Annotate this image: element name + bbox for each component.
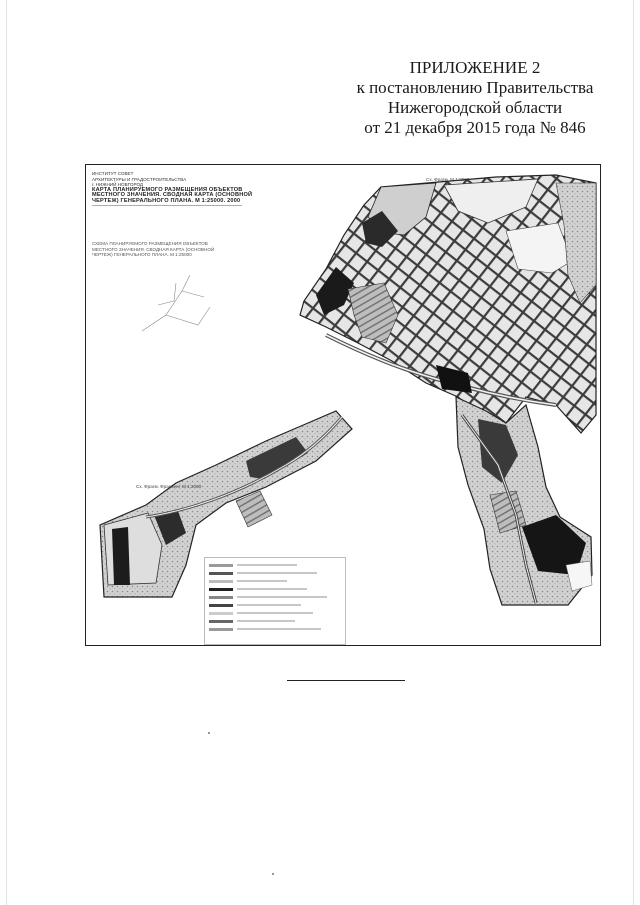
map-title-line-3: ЧЕРТЕЖ) ГЕНЕРАЛЬНОГО ПЛАНА. М 1:25000. 2… bbox=[92, 197, 241, 204]
legend-swatch bbox=[209, 572, 233, 575]
legend-text bbox=[237, 612, 313, 614]
inset-caption: СХЕМА ПЛАНИРУЕМОГО РАЗМЕЩЕНИЯ ОБЪЕКТОВ М… bbox=[92, 241, 214, 258]
page-right-edge bbox=[633, 0, 634, 905]
scan-speck bbox=[208, 732, 210, 734]
scale-label-bottom: Сх. Фрагм. Фрагмент М 1:2000 bbox=[136, 484, 202, 489]
legend-swatch bbox=[209, 604, 233, 607]
legend-swatch bbox=[209, 588, 233, 591]
legend-swatch bbox=[209, 620, 233, 623]
general-plan-map: ИНСТИТУТ СОВЕТ АРХИТЕКТУРЫ И ГРАДОСТРОИТ… bbox=[85, 164, 601, 646]
map-title-line-2: МЕСТНОГО ЗНАЧЕНИЯ. СВОДНАЯ КАРТА (ОСНОВН… bbox=[92, 192, 253, 199]
appendix-header: ПРИЛОЖЕНИЕ 2 к постановлению Правительст… bbox=[340, 58, 610, 138]
legend-text bbox=[237, 580, 287, 582]
legend-text bbox=[237, 572, 317, 574]
inset-caption-line-1: СХЕМА ПЛАНИРУЕМОГО РАЗМЕЩЕНИЯ ОБЪЕКТОВ bbox=[92, 241, 208, 246]
legend-text bbox=[237, 620, 295, 622]
northeast-district bbox=[299, 174, 597, 434]
legend-text bbox=[237, 604, 301, 606]
map-title-block: ИНСТИТУТ СОВЕТ АРХИТЕКТУРЫ И ГРАДОСТРОИТ… bbox=[92, 171, 252, 205]
map-drawing bbox=[92, 174, 597, 606]
map-title-line-1: КАРТА ПЛАНИРУЕМОГО РАЗМЕЩЕНИЯ ОБЪЕКТОВ bbox=[92, 186, 243, 193]
legend-swatch bbox=[209, 628, 233, 631]
southern-district bbox=[455, 396, 593, 606]
appendix-date-line: от 21 декабря 2015 года № 846 bbox=[364, 118, 586, 137]
page-left-edge bbox=[6, 0, 7, 905]
legend-text bbox=[237, 564, 297, 566]
inset-sketch bbox=[141, 274, 211, 332]
org-line-3: г. НИЖНИЙ НОВГОРОД bbox=[92, 182, 144, 188]
legend-swatch bbox=[209, 564, 233, 567]
legend-swatch bbox=[209, 596, 233, 599]
scan-speck bbox=[272, 873, 274, 875]
southwest-district bbox=[99, 410, 353, 598]
map-legend bbox=[204, 557, 346, 645]
title-block-rule bbox=[92, 205, 242, 206]
legend-text bbox=[237, 588, 307, 590]
legend-swatch bbox=[209, 612, 233, 615]
separator-line bbox=[287, 680, 405, 681]
appendix-resolution-line: к постановлению Правительства bbox=[356, 78, 594, 97]
legend-text bbox=[237, 628, 321, 630]
inset-caption-line-2: МЕСТНОГО ЗНАЧЕНИЯ. СВОДНАЯ КАРТА (ОСНОВН… bbox=[92, 246, 215, 252]
legend-swatch bbox=[209, 580, 233, 583]
org-line-1: ИНСТИТУТ СОВЕТ bbox=[92, 171, 134, 176]
appendix-region-line: Нижегородской области bbox=[387, 98, 563, 117]
legend-text bbox=[237, 596, 327, 598]
appendix-title: ПРИЛОЖЕНИЕ 2 bbox=[409, 58, 541, 77]
inset-caption-line-3: ЧЕРТЕЖ) ГЕНЕРАЛЬНОГО ПЛАНА. М 1:25000 bbox=[92, 252, 192, 258]
scale-label-top: Сх. Фрагм. М 1:2000 bbox=[426, 177, 470, 182]
org-line-2: АРХИТЕКТУРЫ И ГРАДОСТРОИТЕЛЬСТВА bbox=[92, 176, 187, 182]
